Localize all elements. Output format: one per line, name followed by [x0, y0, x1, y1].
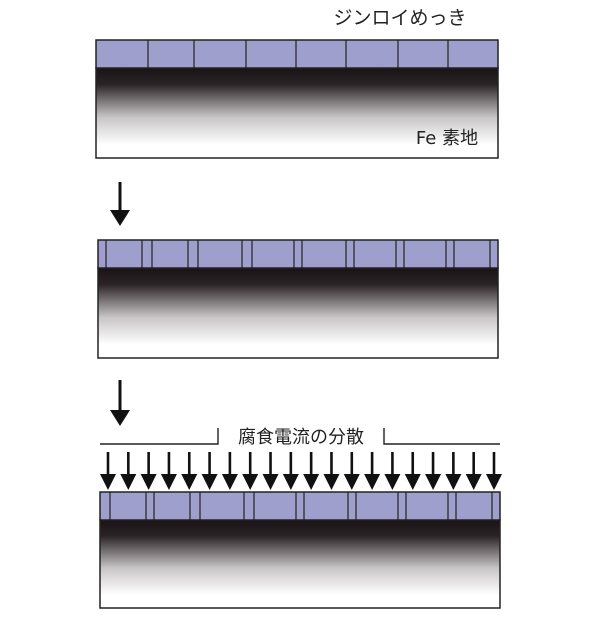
- down-arrow-icon: [425, 452, 442, 490]
- down-arrow-icon: [404, 452, 421, 490]
- down-arrow-icon: [303, 452, 320, 490]
- down-arrow-icon: [140, 452, 157, 490]
- down-arrow-icon: [100, 452, 116, 490]
- stage-1-cross-section: Fe 素地: [95, 39, 499, 159]
- down-arrow-icon: [262, 452, 279, 490]
- down-arrow-icon: [120, 452, 137, 490]
- down-arrow-icon: [221, 452, 238, 490]
- stage-3-plating-layer: [99, 491, 501, 521]
- substrate-label: Fe 素地: [416, 128, 478, 149]
- down-arrow-icon: [384, 452, 401, 490]
- stage-1-plating-layer: [95, 39, 499, 69]
- corrosion-current-label: 腐食電流の分散: [238, 427, 364, 448]
- down-arrow-icon: [181, 452, 198, 490]
- stage-1-substrate: [95, 67, 499, 159]
- down-arrow-icon: [110, 182, 130, 226]
- down-arrow-icon: [201, 452, 218, 490]
- down-arrow-icon: [343, 452, 360, 490]
- corrosion-current-bracket: 腐食電流の分散: [100, 427, 500, 448]
- stage-2-cracks: [105, 240, 491, 268]
- stage-3-cracks: [109, 492, 493, 520]
- stage-3-substrate: [99, 519, 501, 609]
- stage-2-cross-section: [97, 239, 499, 359]
- down-arrow-icon: [160, 452, 177, 490]
- down-arrow-icon: [364, 452, 381, 490]
- plating-label: ジンロイめっき: [333, 7, 466, 29]
- down-arrow-icon: [323, 452, 340, 490]
- stage-2-plating-layer: [97, 239, 499, 269]
- down-arrow-icon: [486, 452, 502, 490]
- down-arrow-icon: [242, 452, 259, 490]
- corrosion-current-arrows: [100, 452, 502, 490]
- down-arrow-icon: [465, 452, 482, 490]
- down-arrow-icon: [445, 452, 462, 490]
- down-arrow-icon: [110, 380, 130, 426]
- stage-3-cross-section: [99, 491, 501, 609]
- stage-1-grain-boundaries: [147, 40, 449, 68]
- down-arrow-icon: [282, 452, 299, 490]
- stage-2-substrate: [97, 267, 499, 359]
